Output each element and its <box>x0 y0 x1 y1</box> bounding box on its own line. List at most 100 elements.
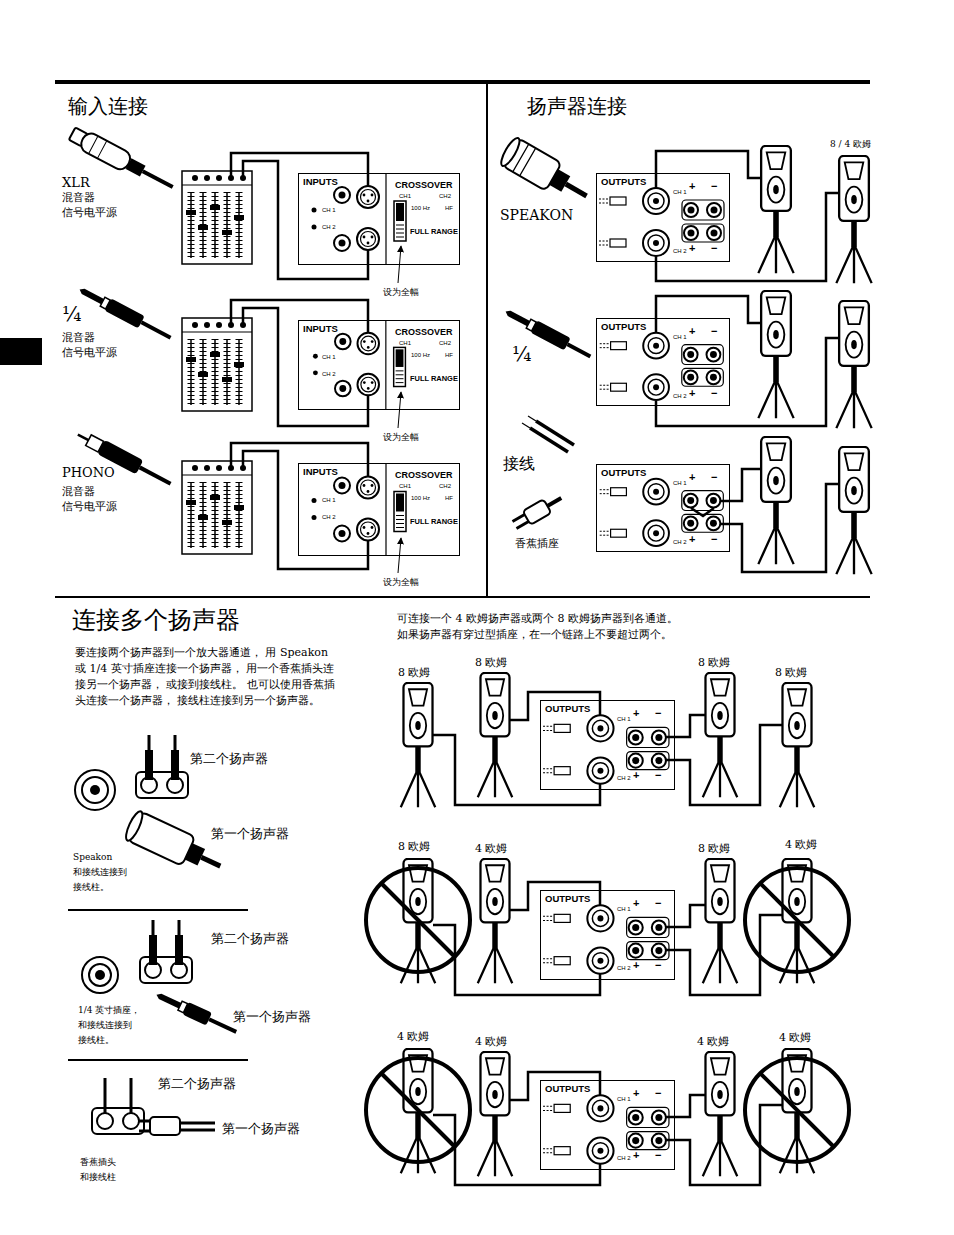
binding-post <box>97 1113 113 1129</box>
wire-tip <box>528 416 536 421</box>
panel-label: OUTPUTS <box>545 894 590 904</box>
device-panel: INPUTSCH 1CH 2CROSSOVERCH1CH2100 HzHFFUL… <box>298 463 460 556</box>
prohibition-slash <box>760 1073 834 1147</box>
text-label: 设为全幅 <box>383 287 419 297</box>
panel-label: CH 2 <box>617 775 631 781</box>
text-label: 第二个扬声器 <box>211 932 289 947</box>
panel-label: − <box>711 326 717 337</box>
jack-hole <box>95 970 105 980</box>
panel-label: CH 1 <box>673 334 687 340</box>
cable <box>566 184 587 196</box>
speakon-jack <box>75 770 115 810</box>
plug-grooves <box>513 144 536 176</box>
cable <box>149 735 175 750</box>
text-label: 4 欧姆 <box>785 839 818 852</box>
text-label: PHONO <box>62 466 115 481</box>
speaker <box>703 859 737 983</box>
strain-relief <box>126 158 146 176</box>
leader-line <box>398 392 401 428</box>
panel-label: + <box>689 388 695 399</box>
panel-label: CH 2 <box>673 539 687 545</box>
panel-label: CH 2 <box>322 514 336 520</box>
speaker-wires <box>433 692 783 1185</box>
prohibition-slash <box>381 1073 455 1147</box>
wire-strand <box>536 421 574 445</box>
panel-label: CH 2 <box>322 371 336 377</box>
panel-label: 100 Hz <box>411 352 430 358</box>
text-label: ¼ <box>62 303 81 326</box>
wire <box>665 915 783 995</box>
panel-label: FULL RANGE <box>410 518 458 525</box>
text-label: 香蕉插头 和接线柱 <box>80 1155 128 1185</box>
jack-ring <box>89 964 111 986</box>
panel-label: CH 1 <box>617 716 631 722</box>
text-label: 信号电平源 <box>62 207 117 220</box>
wire <box>433 735 600 805</box>
cable <box>153 920 179 935</box>
strain-relief <box>185 843 205 865</box>
panel-label: − <box>655 960 661 971</box>
device-panel: OUTPUTSCH 1+−CH 2+− <box>540 1080 675 1170</box>
panel-label: FULL RANGE <box>410 375 458 382</box>
text-label: XLR <box>62 176 90 191</box>
speaker <box>703 673 737 797</box>
text-label: ¼ <box>512 343 531 366</box>
wire <box>656 296 761 333</box>
text-label: 4 欧姆 <box>779 1032 812 1045</box>
plug-face <box>123 809 146 842</box>
text-label: 第二个扬声器 <box>158 1077 236 1092</box>
text-label: 1/4 英寸插座， 和接线连接到 接线柱。 <box>78 1003 156 1048</box>
speakon-ring <box>82 777 108 803</box>
quarter-jack <box>82 957 118 993</box>
panel-label: CH 1 <box>617 906 631 912</box>
device-panel: OUTPUTSCH 1+−CH 2+− <box>540 700 675 790</box>
panel-label: − <box>655 1088 661 1099</box>
quarter-inch-plug <box>154 988 240 1038</box>
wire <box>656 193 839 281</box>
text-label: 第二个扬声器 <box>190 752 268 767</box>
prohibition-circle <box>745 1058 849 1162</box>
panel-label: − <box>655 708 661 719</box>
wire-strand <box>530 428 568 452</box>
wire <box>721 484 839 572</box>
plug-body <box>523 499 552 525</box>
panel-label: + <box>633 898 639 909</box>
panel-label: CH 1 <box>322 354 336 360</box>
speaker <box>703 1052 737 1176</box>
wire <box>243 161 368 279</box>
top-rule <box>55 80 870 84</box>
detail-divider <box>68 1059 248 1061</box>
panel-label: HF <box>445 495 453 501</box>
panel-label: + <box>633 1088 639 1099</box>
wire <box>665 715 706 737</box>
wire <box>510 882 600 910</box>
speaker <box>836 156 871 283</box>
post-housing <box>136 772 188 798</box>
panel-label: + <box>689 472 695 483</box>
banana-plug <box>171 750 179 780</box>
panel-label: FULL RANGE <box>410 228 458 235</box>
panel-label: CH2 <box>439 483 451 489</box>
panel-label: CH 1 <box>322 497 336 503</box>
amp-outputs <box>600 479 724 546</box>
plug-pin <box>78 435 89 441</box>
text-label: 4 欧姆 <box>397 1031 430 1044</box>
panel-label: − <box>711 534 717 545</box>
device-panel: OUTPUTSCH 1+−CH 2+− <box>540 890 675 980</box>
mixer <box>182 318 252 411</box>
text-label: 信号电平源 <box>62 347 117 360</box>
device-panel: OUTPUTSCH 1+−CH 2+− <box>596 173 730 262</box>
text-label: 8 欧姆 <box>775 667 808 680</box>
text-label: 8 欧姆 <box>398 841 431 854</box>
panel-label: CH1 <box>399 483 411 489</box>
panel-label: − <box>655 770 661 781</box>
panel-label: CH 1 <box>673 480 687 486</box>
amp-jacks <box>312 464 407 556</box>
text-label: 可连接一个 4 欧姆扬声器或两个 8 欧姆扬声器到各通道。 <box>397 613 678 626</box>
wire <box>665 1105 783 1185</box>
panel-label: 100 Hz <box>411 495 430 501</box>
panel-label: HF <box>445 205 453 211</box>
section-divider <box>486 82 488 597</box>
panel-label: OUTPUTS <box>545 1084 590 1094</box>
